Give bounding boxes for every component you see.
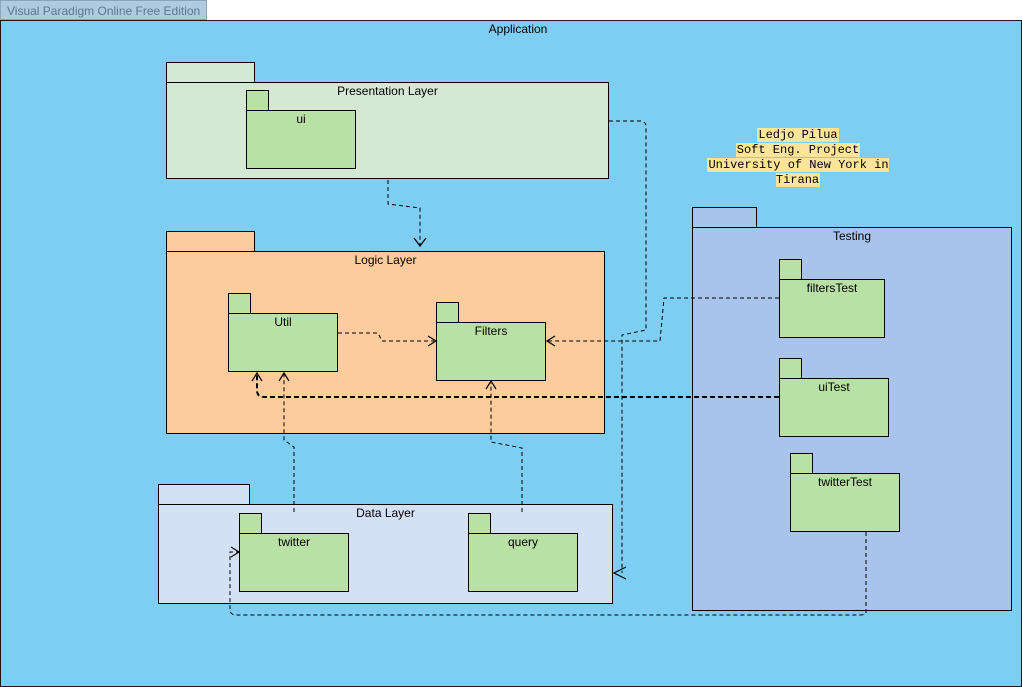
package-label: twitter	[277, 535, 310, 549]
package-body	[239, 533, 349, 592]
package-label: Presentation Layer	[337, 84, 438, 98]
package-label: Filters	[474, 324, 508, 338]
package-label: Testing	[832, 229, 872, 243]
package-label: twitterTest	[817, 475, 872, 489]
note-line-name: Ledjo Pilua	[757, 128, 839, 142]
package-label: Logic Layer	[354, 253, 417, 267]
arrowhead-util-from-twitter	[278, 371, 290, 382]
package-body	[166, 82, 609, 179]
package-label: Util	[274, 315, 292, 329]
arrowhead-util-from-uitest	[251, 371, 263, 382]
dep-query-to-filters	[490, 383, 523, 512]
package-body	[468, 533, 578, 592]
package-body	[779, 378, 889, 437]
dep-presentation-to-logic	[387, 180, 421, 245]
dep-presentation-to-data	[609, 120, 647, 573]
package-body	[790, 473, 900, 532]
application-frame-title: Application	[488, 22, 548, 36]
arrowhead-filters-from-query	[485, 379, 497, 390]
package-body	[228, 313, 338, 372]
package-label: ui	[296, 112, 306, 126]
arrowhead-filters-from-util	[427, 335, 438, 347]
note-line-project: Soft Eng. Project	[735, 143, 861, 157]
package-body	[246, 110, 356, 169]
package-label: filtersTest	[806, 281, 858, 295]
dep-twittertest-to-twitter	[229, 532, 867, 616]
arrowhead-filters-from-test	[545, 335, 556, 347]
dep-filterstest-to-filters	[548, 297, 779, 342]
package-body	[779, 279, 885, 338]
package-label: Data Layer	[356, 506, 415, 520]
dep-uitest-to-util	[256, 374, 779, 398]
package-label: uiTest	[818, 380, 850, 394]
author-note: Ledjo Pilua Soft Eng. Project University…	[683, 128, 913, 188]
arrowhead-data	[612, 566, 627, 580]
package-label: query	[507, 535, 539, 549]
arrowhead-logic	[413, 237, 427, 247]
dep-util-to-filters	[338, 332, 434, 342]
watermark-banner: Visual Paradigm Online Free Edition	[0, 0, 208, 20]
dep-twitter-to-util	[283, 374, 295, 512]
arrowhead-twitter	[230, 546, 241, 558]
